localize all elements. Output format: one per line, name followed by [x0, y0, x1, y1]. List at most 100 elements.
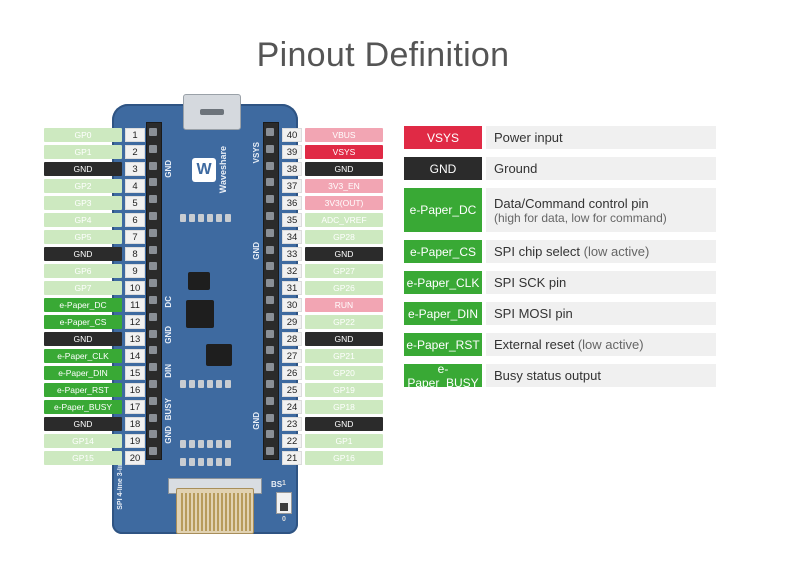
legend-row: e-Paper_BUSY Busy status output: [404, 362, 716, 390]
fpc-trace: [245, 493, 247, 531]
pin-label: GND: [44, 416, 122, 431]
fpc-trace: [213, 493, 215, 531]
pin-label: GP21: [305, 348, 383, 363]
pin-label: e-Paper_DC: [44, 297, 122, 312]
pin-hole: [149, 430, 157, 439]
pin-hole: [266, 346, 274, 355]
bs-switch[interactable]: [276, 492, 292, 514]
fpc-trace: [237, 493, 239, 531]
pin-hole: [149, 262, 157, 271]
pin-hole: [266, 228, 274, 237]
legend-tag: VSYS: [404, 126, 482, 149]
pin-label: GP4: [44, 212, 122, 227]
fpc-trace: [221, 493, 223, 531]
pin-number: 29: [282, 314, 302, 329]
pin-label: e-Paper_CLK: [44, 348, 122, 363]
pin-label: GP27: [305, 263, 383, 278]
pin-number: 20: [125, 450, 145, 465]
smd-pad: [207, 380, 213, 388]
pin-label: GP22: [305, 314, 383, 329]
pin-label: GND: [305, 161, 383, 176]
pin-number: 11: [125, 297, 145, 312]
pin-hole: [266, 296, 274, 304]
pin-hole: [149, 296, 157, 304]
legend-desc-text: SPI SCK pin: [494, 275, 567, 290]
silk-left-label: GND: [164, 326, 173, 344]
pin-label: GP5: [44, 229, 122, 244]
fpc-trace: [241, 493, 243, 531]
pin-hole: [266, 178, 274, 187]
legend-desc-text: Busy status output: [494, 368, 601, 383]
pin-hole: [266, 363, 274, 372]
pin-number: 37: [282, 178, 302, 193]
pin-label: GP18: [305, 399, 383, 414]
pin-label: GP7: [44, 280, 122, 295]
legend-tag: e-Paper_CLK: [404, 271, 482, 294]
silk-right-label: VSYS: [252, 142, 261, 164]
legend-tag: e-Paper_BUSY: [404, 362, 482, 390]
pin-number: 13: [125, 331, 145, 346]
pin-number: 32: [282, 263, 302, 278]
smd-pad: [225, 214, 231, 222]
pin-label: GND: [44, 246, 122, 261]
pin-label: GND: [305, 331, 383, 346]
pin-number: 25: [282, 382, 302, 397]
pin-hole: [149, 380, 157, 388]
pin-number: 22: [282, 433, 302, 448]
pin-number: 38: [282, 161, 302, 176]
smd-pad: [189, 214, 195, 222]
pin-label: GP0: [44, 127, 122, 142]
fpc-trace: [225, 493, 227, 531]
smd-pad: [198, 458, 204, 466]
pin-hole: [149, 212, 157, 220]
smd-pad: [207, 214, 213, 222]
pin-hole: [149, 329, 157, 338]
pin-hole: [149, 128, 157, 136]
legend-description: Power input: [486, 126, 716, 149]
pin-hole: [149, 245, 157, 254]
pin-number: 15: [125, 365, 145, 380]
fpc-trace: [209, 493, 211, 531]
pin-label: VBUS: [305, 127, 383, 142]
bs-label: BS: [271, 480, 283, 489]
legend-description: Busy status output: [486, 364, 716, 387]
pin-hole: [266, 245, 274, 254]
buffer-chip: [206, 344, 232, 366]
pin-number: 8: [125, 246, 145, 261]
pin-hole: [266, 312, 274, 321]
legend-description: SPI chip select (low active): [486, 240, 716, 263]
fpc-ribbon: [176, 488, 254, 534]
pin-hole: [149, 144, 157, 153]
silk-left-label: GND: [164, 160, 173, 178]
pin-hole: [266, 413, 274, 422]
legend-tag: e-Paper_CS: [404, 240, 482, 263]
pin-hole: [149, 195, 157, 204]
pin-label: VSYS: [305, 144, 383, 159]
silk-right-label: GND: [252, 242, 261, 260]
pin-hole: [149, 178, 157, 187]
legend-tag: e-Paper_RST: [404, 333, 482, 356]
right-pin-header: [263, 122, 279, 460]
smd-pad: [180, 214, 186, 222]
pin-number: 23: [282, 416, 302, 431]
pin-number: 17: [125, 399, 145, 414]
pin-number: 35: [282, 212, 302, 227]
fpc-trace: [185, 493, 187, 531]
